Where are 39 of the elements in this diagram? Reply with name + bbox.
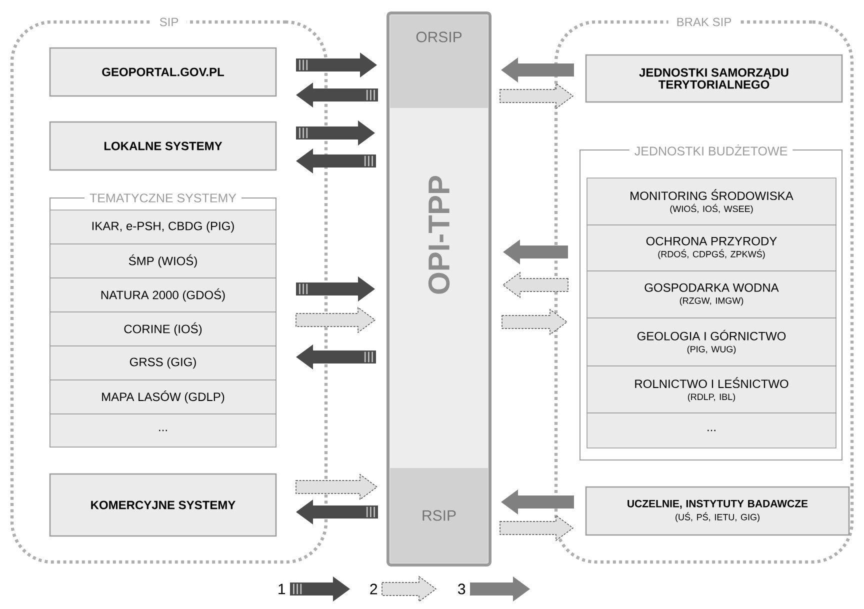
arrow <box>501 490 574 514</box>
arrow <box>296 148 376 174</box>
list-row: ROLNICTWO I LEŚNICTWO (RDLP, IBL) <box>586 366 836 414</box>
list-row: ŚMP (WIOŚ) <box>50 244 276 278</box>
system-box: UCZELNIE, INSTYTUTY BADAWCZE (UŚ, PŚ, IETU, GIG) <box>585 486 850 536</box>
legend-item: 3 <box>458 576 530 602</box>
arrow <box>500 82 574 110</box>
list-row: IKAR, e-PSH, CBDG (PIG) <box>50 210 276 244</box>
arrow <box>296 120 375 146</box>
arrow <box>296 500 378 524</box>
list-row: GRSS (GIG) <box>50 346 276 380</box>
list-row: OCHRONA PRZYRODY (RDOŚ, CDPGŚ, ZPKWŚ) <box>586 224 836 272</box>
legend-item: 1 <box>278 576 350 602</box>
system-box: GEOPORTAL.GOV.PL <box>49 47 277 97</box>
list-row: NATURA 2000 (GDOŚ) <box>50 278 276 312</box>
arrow <box>296 82 378 108</box>
legend-item: 2 <box>370 576 437 602</box>
list-row: ... <box>586 412 836 448</box>
system-box: JEDNOSTKI SAMORZĄDU TERYTORIALNEGO <box>585 54 843 103</box>
list-row: GEOLOGIA I GÓRNICTWO (PIG, WUG) <box>586 318 836 366</box>
arrow <box>502 308 568 336</box>
system-box: LOKALNE SYSTEMY <box>49 121 277 171</box>
arrow <box>501 58 574 82</box>
arrow <box>296 52 377 78</box>
platform-band: RSIP <box>390 468 488 563</box>
list-row: GOSPODARKA WODNA (RZGW, IMGW) <box>586 270 836 318</box>
system-box: KOMERCYJNE SYSTEMY <box>49 473 277 537</box>
arrow <box>500 514 574 542</box>
list-row: MAPA LASÓW (GDLP) <box>50 380 276 414</box>
arrow <box>296 474 378 500</box>
arrow <box>296 276 375 302</box>
list-row: CORINE (IOŚ) <box>50 312 276 346</box>
arrow <box>502 272 568 298</box>
arrow <box>296 344 376 370</box>
arrow <box>503 240 568 264</box>
list-row: MONITORING ŚRODOWISKA (WIOŚ, IOŚ, WSEE) <box>586 178 836 226</box>
arrow <box>296 306 376 334</box>
platform-band: ORSIP <box>390 15 488 108</box>
list-row: ... <box>50 414 276 448</box>
